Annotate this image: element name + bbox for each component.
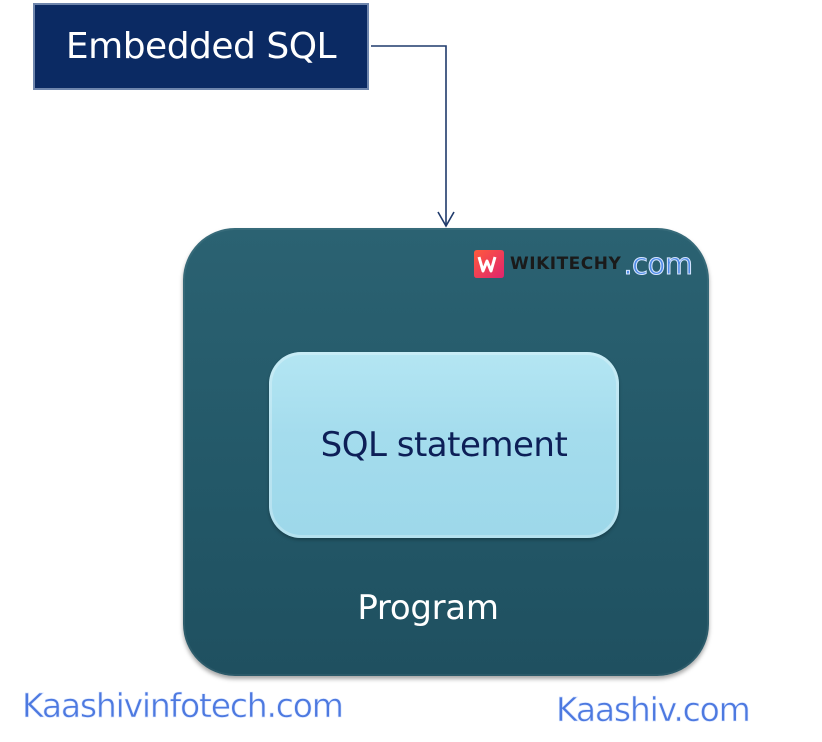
embedded-sql-label: Embedded SQL <box>65 26 337 67</box>
wikitechy-watermark: WIKITECHY .com <box>472 247 694 282</box>
embedded-sql-box: Embedded SQL <box>33 3 369 90</box>
sql-statement-box: SQL statement <box>269 352 619 538</box>
kaashiv-link[interactable]: Kaashiv.com <box>556 690 751 730</box>
wikitechy-tld-text: .com <box>623 247 694 282</box>
kaashivinfotech-link[interactable]: Kaashivinfotech.com <box>22 686 344 726</box>
wikitechy-brand-text: WIKITECHY <box>510 254 622 274</box>
sql-statement-label: SQL statement <box>320 425 568 465</box>
wikitechy-logo-icon <box>474 250 504 278</box>
arrow-head-icon <box>437 211 455 228</box>
connector-line <box>371 45 447 225</box>
program-label: Program <box>357 588 499 628</box>
